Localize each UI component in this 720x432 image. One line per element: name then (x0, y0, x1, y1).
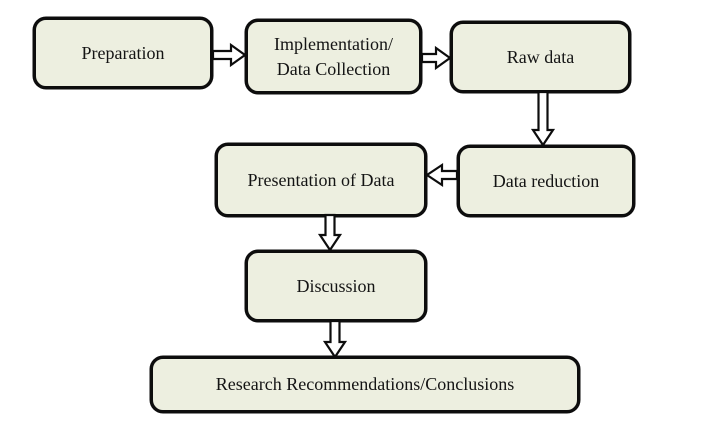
node-data-reduction-label: Data reduction (492, 170, 600, 191)
node-discussion: Discussion (245, 250, 427, 322)
node-raw-data-label: Raw data (506, 46, 575, 67)
node-preparation: Preparation (33, 17, 213, 89)
arrow-right-icon-preparation-to-implementation (211, 42, 247, 68)
arrow-down-icon-presentation-to-discussion (317, 213, 343, 252)
node-raw-data: Raw data (450, 21, 631, 93)
node-implementation-data-collection: Implementation/ Data Collection (245, 19, 422, 94)
node-data-reduction: Data reduction (457, 145, 635, 217)
arrow-left-icon-data-reduction-to-presentation (425, 162, 459, 188)
arrow-down-icon-raw-data-to-data-reduction (530, 90, 556, 147)
node-implementation-data-collection-label: Implementation/ Data Collection (274, 34, 393, 79)
node-research-recommendations-conclusions: Research Recommendations/Conclusions (150, 356, 580, 413)
arrow-down-icon-discussion-to-research (322, 319, 348, 359)
node-presentation-of-data: Presentation of Data (215, 143, 427, 217)
node-discussion-label: Discussion (296, 275, 376, 296)
arrow-right-icon-implementation-to-raw-data (420, 45, 452, 71)
node-research-recommendations-conclusions-label: Research Recommendations/Conclusions (215, 374, 515, 395)
node-preparation-label: Preparation (81, 42, 165, 63)
node-presentation-of-data-label: Presentation of Data (247, 169, 395, 190)
